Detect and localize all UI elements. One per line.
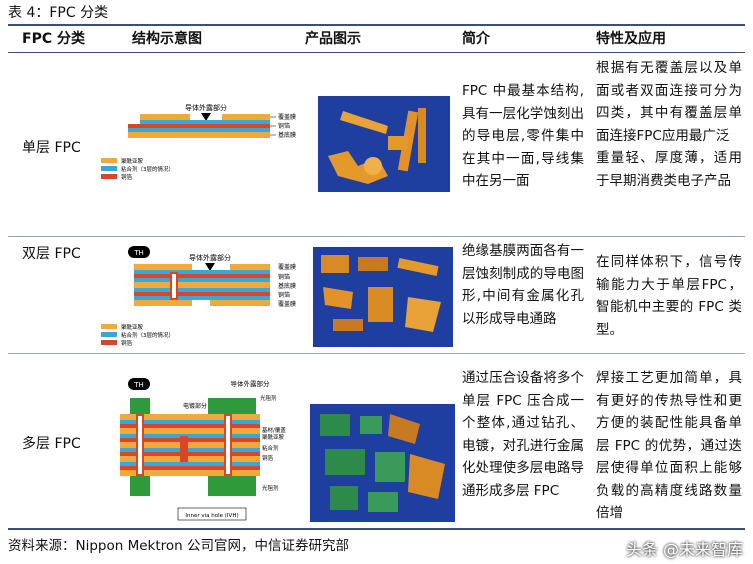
single-layer-diagram: 导体外露部分 覆盖膜 铜箔 基底膜 聚酰亚胺 粘合剂（3层的情况） 铜箔 <box>101 103 296 181</box>
svg-text:铜箔: 铜箔 <box>262 454 274 462</box>
single-layer-features: 根据有无覆盖层以及单面或者双面连接可分为四类，其中有覆盖层单面连接FPC应用最广… <box>596 60 742 189</box>
double-layer-features: 在同样体积下，信号传输能力大于单层FPC，智能机中主要的 FPC 类型。 <box>596 254 742 338</box>
double-layer-photo <box>313 247 453 347</box>
row-label-single: 单层 FPC <box>22 140 81 156</box>
svg-text:铜箔: 铜箔 <box>278 291 290 299</box>
svg-text:Inner via hole (IVH): Inner via hole (IVH) <box>185 513 238 519</box>
table-bottom-rule <box>8 528 745 530</box>
svg-text:聚酰亚胺: 聚酰亚胺 <box>121 157 144 165</box>
row-label-multi: 多层 FPC <box>22 436 81 452</box>
svg-text:光阻剂: 光阻剂 <box>262 484 279 492</box>
svg-text:基材/覆盖: 基材/覆盖 <box>262 426 286 434</box>
header-structure: 结构示意图 <box>132 31 202 47</box>
row-divider-1 <box>8 236 745 237</box>
svg-text:聚酰亚胺: 聚酰亚胺 <box>262 433 285 441</box>
double-layer-diagram: TH 导体外露部分 覆盖膜 铜箔 基底膜 铜箔 覆盖膜 聚酰亚胺 粘合剂（3层的… <box>101 246 296 347</box>
multi-layer-features: 焊接工艺更加简单，具有更好的传热导性和更方便的装配性能具备单层 FPC 的优势，… <box>596 370 742 521</box>
multi-layer-intro: 通过压合设备将多个单层 FPC 压合成一个整体,通过钻孔、电镀，对孔进行金属化处… <box>462 370 584 499</box>
header-features: 特性及应用 <box>596 31 666 47</box>
double-layer-intro: 绝缘基膜两面各有一层蚀刻制成的导电图形,中间有金属化孔以形成导电通路 <box>462 243 584 327</box>
table-caption: 表 4：FPC 分类 <box>8 5 109 21</box>
header-rule <box>8 52 745 53</box>
svg-text:基底膜: 基底膜 <box>278 131 296 139</box>
svg-text:铜箔: 铜箔 <box>121 173 133 181</box>
svg-text:导体外露部分: 导体外露部分 <box>189 253 231 262</box>
callout-text: 导体外露部分 <box>185 103 227 112</box>
multi-layer-diagram: TH 导体外露部分 电镀部分 光阻剂 基材/覆盖 聚酰亚胺 粘合剂 铜箔 光阻剂… <box>120 378 286 521</box>
row-label-double: 双层 FPC <box>22 246 81 262</box>
source-note: 资料来源：Nippon Mektron 公司官网，中信证券研究部 <box>8 538 350 554</box>
header-intro: 简介 <box>462 31 490 47</box>
th-label: TH <box>133 249 144 257</box>
multi-layer-photo <box>310 404 455 522</box>
svg-text:基底膜: 基底膜 <box>278 282 296 290</box>
svg-text:聚酰亚胺: 聚酰亚胺 <box>121 323 144 331</box>
svg-text:覆盖膜: 覆盖膜 <box>278 113 296 121</box>
svg-text:覆盖膜: 覆盖膜 <box>278 300 296 308</box>
single-layer-photo <box>318 96 450 192</box>
svg-text:粘合剂（3层的情况）: 粘合剂（3层的情况） <box>121 331 174 339</box>
svg-text:光阻剂: 光阻剂 <box>260 394 277 402</box>
watermark: 头条 @未来智库 <box>625 540 743 559</box>
table-top-rule <box>8 24 745 26</box>
svg-text:导体外露部分: 导体外露部分 <box>231 379 271 388</box>
svg-text:电镀部分: 电镀部分 <box>183 402 207 410</box>
svg-text:覆盖膜: 覆盖膜 <box>278 263 296 271</box>
svg-text:粘合剂: 粘合剂 <box>262 444 279 452</box>
header-product: 产品图示 <box>305 31 361 47</box>
svg-text:铜箔: 铜箔 <box>121 339 133 347</box>
single-layer-intro: FPC 中最基本结构,具有一层化学蚀刻出的导电层,零件集中在其中一面,导线集中在… <box>462 83 584 189</box>
svg-text:粘合剂（3层的情况）: 粘合剂（3层的情况） <box>121 165 174 173</box>
header-fpc-type: FPC 分类 <box>22 31 85 47</box>
svg-text:铜箔: 铜箔 <box>278 122 290 130</box>
svg-text:铜箔: 铜箔 <box>278 273 290 281</box>
svg-text:TH: TH <box>133 381 144 389</box>
row-divider-2 <box>8 353 745 354</box>
